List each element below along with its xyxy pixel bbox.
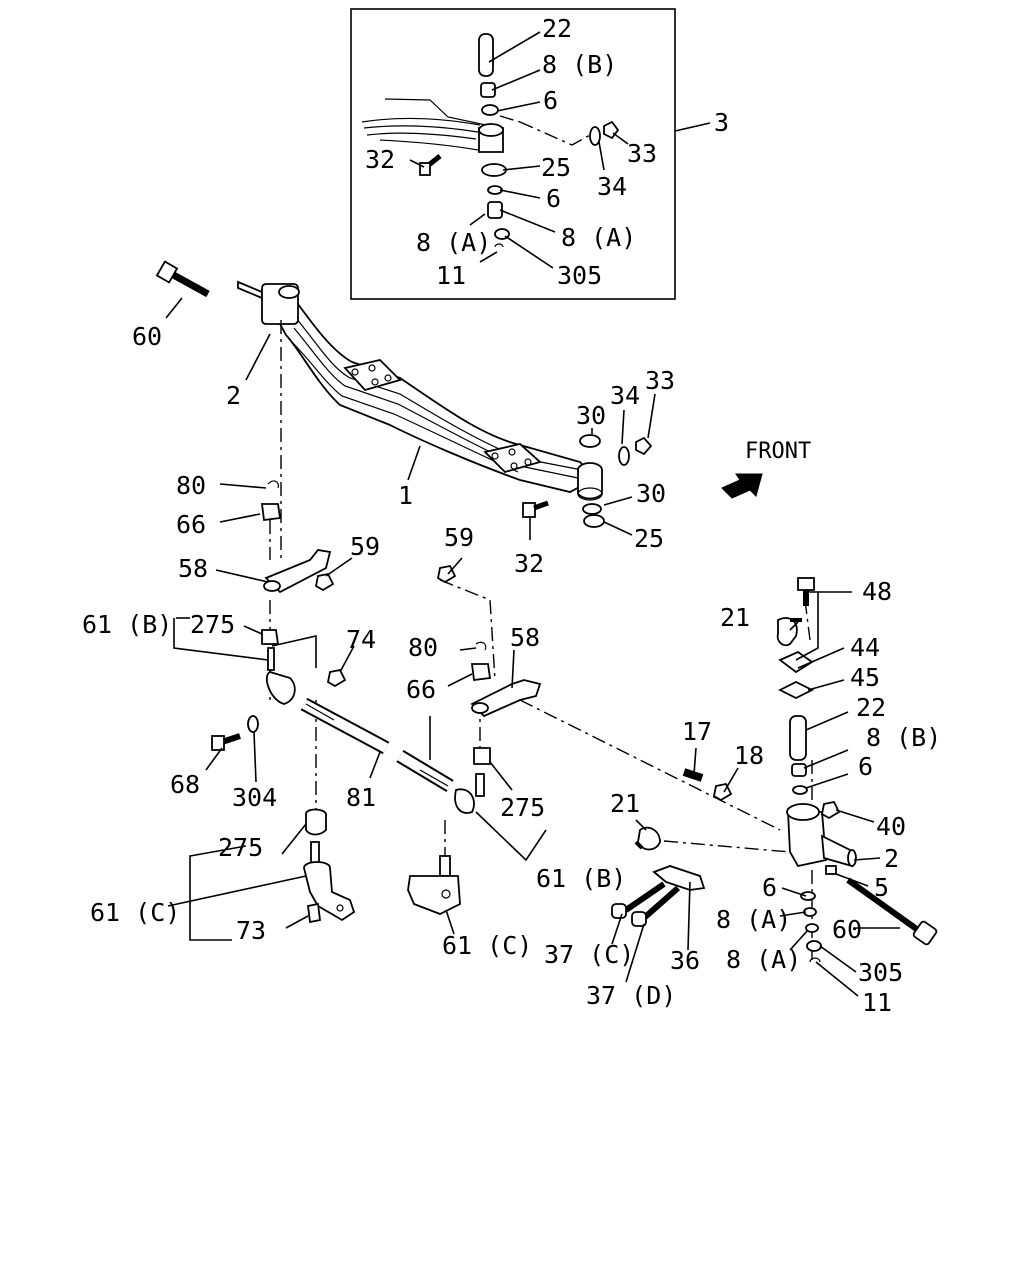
tie-rod-end-61b-right: [454, 788, 475, 814]
callout-21-upper: 21: [720, 603, 750, 632]
king-pin-part: [478, 33, 494, 77]
callout-59-left: 59: [350, 532, 380, 561]
callout-25-inset: 25: [541, 153, 571, 182]
callout-3-inset: 3: [714, 108, 729, 137]
bolt-60-left: [155, 260, 210, 298]
callout-8a-inset-left: 8 (A): [416, 228, 491, 257]
callout-30-top: 30: [576, 401, 606, 430]
callout-61b-left: 61 (B): [82, 610, 172, 639]
callout-33-inset: 33: [627, 139, 657, 168]
callout-1-axle: 1: [398, 481, 413, 510]
callouts: 60 2 1 30 34 33 30 25 32 80 66 58 59 61 …: [82, 322, 941, 1017]
callout-8b-inset: 8 (B): [542, 50, 617, 79]
callout-58-center: 58: [510, 623, 540, 652]
callout-305-main: 305: [858, 958, 903, 987]
callout-68: 68: [170, 770, 200, 799]
callout-22-main: 22: [856, 693, 886, 722]
callout-59-center: 59: [444, 523, 474, 552]
callout-48: 48: [862, 577, 892, 606]
callout-275-left-upper: 275: [190, 610, 235, 639]
callout-74: 74: [346, 625, 376, 654]
callout-304: 304: [232, 783, 277, 812]
steering-arm-58-right: [470, 679, 542, 718]
callout-17: 17: [682, 717, 712, 746]
callout-40: 40: [876, 812, 906, 841]
callout-18: 18: [734, 741, 764, 770]
callout-33-main: 33: [645, 366, 675, 395]
callout-44: 44: [850, 633, 880, 662]
tie-rod-end-61c-right: [407, 855, 461, 915]
callout-6-inset-top: 6: [543, 86, 558, 115]
callout-58-left: 58: [178, 554, 208, 583]
arrow-icon: [721, 473, 763, 499]
axle-beam: [237, 280, 603, 501]
callout-61c-center: 61 (C): [442, 931, 532, 960]
callout-22-inset: 22: [542, 14, 572, 43]
bolt-32: [522, 500, 549, 518]
callout-30-bottom: 30: [636, 479, 666, 508]
left-spring-pad: [343, 359, 402, 392]
callout-2-left: 2: [226, 381, 241, 410]
callout-45: 45: [850, 663, 880, 692]
callout-6-main-upper: 6: [858, 752, 873, 781]
callout-6-inset-bottom: 6: [546, 184, 561, 213]
callout-6-main-lower: 6: [762, 873, 777, 902]
callout-66-center: 66: [406, 675, 436, 704]
front-label: FRONT: [745, 439, 811, 464]
callout-2-right: 2: [884, 844, 899, 873]
callout-66-left: 66: [176, 510, 206, 539]
callout-8a-main-lower: 8 (A): [726, 945, 801, 974]
callout-80-center: 80: [408, 633, 438, 662]
tie-rod-end-61c-left: [303, 841, 356, 922]
inset-detail: 22 8 (B) 6 3 33 32 25 34 6 8 (A) 8 (A) 1…: [350, 8, 729, 300]
callout-60-right: 60: [832, 915, 862, 944]
front-direction-indicator: FRONT: [721, 439, 811, 499]
callout-37c: 37 (C): [544, 940, 634, 969]
callout-8a-main-upper: 8 (A): [716, 905, 791, 934]
callout-25-main: 25: [634, 524, 664, 553]
inset-frame: [350, 8, 676, 300]
callout-32-main: 32: [514, 549, 544, 578]
callout-80-left: 80: [176, 471, 206, 500]
callout-275-left-lower: 275: [218, 833, 263, 862]
leader-lines: [165, 297, 900, 997]
callout-81: 81: [346, 783, 376, 812]
callout-275-center: 275: [500, 793, 545, 822]
lower-arm-36: [652, 865, 706, 891]
callout-73: 73: [236, 916, 266, 945]
tie-rod-end-61b-left: [265, 671, 296, 705]
callout-34-main: 34: [610, 381, 640, 410]
callout-8b-main: 8 (B): [866, 723, 941, 752]
callout-8a-inset-right: 8 (A): [561, 223, 636, 252]
callout-61c-left: 61 (C): [90, 898, 180, 927]
callout-36: 36: [670, 946, 700, 975]
steering-knuckle-right: [786, 803, 857, 868]
callout-11-inset: 11: [436, 261, 466, 290]
callout-5: 5: [874, 873, 889, 902]
callout-34-inset: 34: [597, 172, 627, 201]
callout-37d: 37 (D): [586, 981, 676, 1010]
callout-32-inset: 32: [365, 145, 395, 174]
callout-305-inset: 305: [557, 261, 602, 290]
callout-21-lower: 21: [610, 789, 640, 818]
callout-60-left: 60: [132, 322, 162, 351]
callout-61b-center: 61 (B): [536, 864, 626, 893]
callout-11-main: 11: [862, 988, 892, 1017]
steering-arm-58-left: [264, 549, 332, 594]
tie-rod-81: [300, 697, 454, 793]
